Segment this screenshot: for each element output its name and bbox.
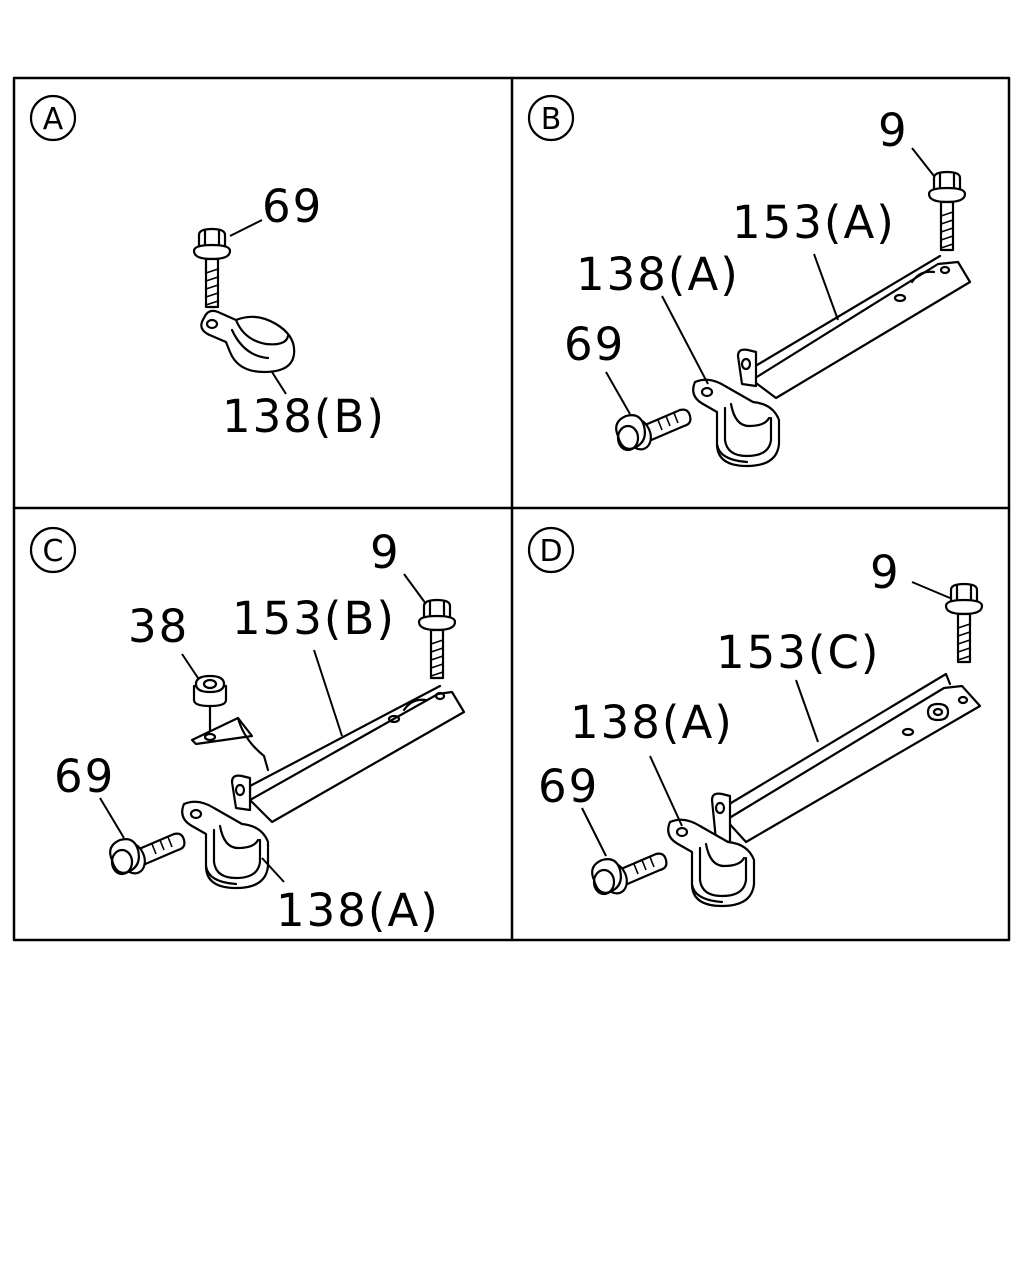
bracket-153c [710, 672, 982, 844]
panel-c: C 38 9 153(B) [29, 526, 466, 937]
panel-d: D 9 153(C) 138(A) [527, 526, 984, 908]
callout-138a-c: 138(A) [276, 884, 440, 937]
panel-c-letter: C [29, 526, 77, 574]
panel-b-letter: B [527, 94, 575, 142]
callout-138b: 138(B) [222, 390, 386, 443]
callout-69-c: 69 [54, 750, 115, 803]
panel-b-letter-text: B [541, 102, 562, 137]
callout-9-b: 9 [878, 104, 909, 157]
bracket-153a [736, 254, 972, 400]
callout-9-d: 9 [870, 546, 901, 599]
panel-d-letter: D [527, 526, 575, 574]
panel-a: A 69 138(B) [29, 94, 386, 443]
callout-153b: 153(B) [232, 592, 396, 645]
panel-a-letter: A [29, 94, 77, 142]
weld-nut [926, 702, 950, 722]
nut-38 [192, 674, 228, 732]
bolt-9-c [417, 598, 457, 680]
bolt-9-d [944, 582, 984, 664]
bolt-69-b [615, 408, 692, 455]
callout-153a: 153(A) [732, 196, 896, 249]
callout-138a-d: 138(A) [570, 696, 734, 749]
clamp-138b [200, 309, 296, 374]
callout-69-b: 69 [564, 318, 625, 371]
bolt-69-d [591, 852, 668, 899]
panel-c-letter-text: C [43, 534, 64, 569]
bolt-69 [192, 227, 232, 309]
clamp-138a-b [692, 378, 781, 468]
panel-d-letter-text: D [539, 534, 562, 569]
panel-b: B 9 153(A) 138(A) 69 [527, 94, 972, 468]
bracket-153b [190, 684, 466, 824]
callout-153c: 153(C) [716, 626, 880, 679]
bolt-9-b [927, 170, 967, 252]
callout-138a-b: 138(A) [576, 248, 740, 301]
callout-69-d: 69 [538, 760, 599, 813]
callout-38: 38 [128, 600, 189, 653]
panel-grid [12, 76, 1011, 942]
callout-69: 69 [262, 180, 323, 233]
panel-a-letter-text: A [43, 102, 64, 137]
clamp-138a-c [181, 800, 270, 890]
callout-9-c: 9 [370, 526, 401, 579]
bolt-69-c [109, 832, 186, 879]
